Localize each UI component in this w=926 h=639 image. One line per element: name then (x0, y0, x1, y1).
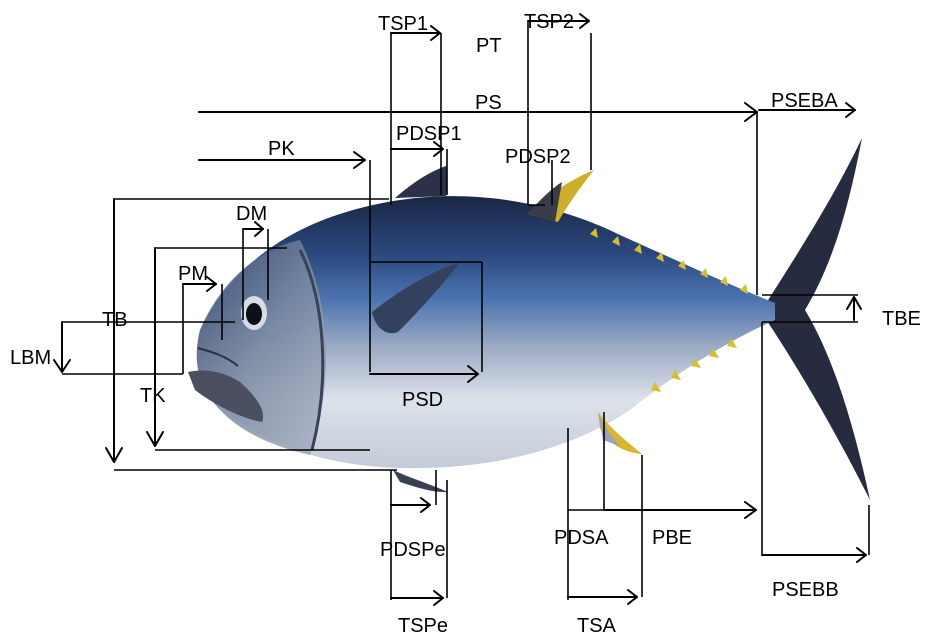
label-tbe: TBE (882, 308, 921, 330)
label-pdsp2: PDSP2 (505, 146, 571, 168)
label-pk: PK (268, 138, 295, 160)
label-psd: PSD (402, 389, 443, 411)
label-tsp1: TSP1 (378, 13, 428, 35)
label-tsp2: TSP2 (524, 11, 574, 33)
label-pm: PM (178, 263, 208, 285)
label-pbe: PBE (652, 527, 692, 549)
label-lbm: LBM (10, 347, 51, 369)
label-tsa: TSA (577, 615, 617, 637)
first-dorsal-fin (395, 166, 447, 198)
pelvic-fin (393, 470, 448, 492)
label-pt: PT (476, 35, 502, 57)
label-pdsp1: PDSP1 (396, 123, 462, 145)
label-pdsa: PDSA (554, 527, 609, 549)
label-psebb: PSEBB (772, 579, 839, 601)
fish-head (197, 240, 326, 455)
fish-pupil (246, 303, 262, 325)
label-tk: TK (140, 385, 166, 407)
label-dm: DM (236, 203, 267, 225)
label-pseba: PSEBA (771, 90, 838, 112)
label-tb: TB (102, 309, 128, 331)
label-tspe: TSPe (398, 615, 448, 637)
label-ps: PS (475, 92, 502, 114)
label-pdspe: PDSPe (380, 539, 446, 561)
tuna-illustration (188, 138, 870, 500)
